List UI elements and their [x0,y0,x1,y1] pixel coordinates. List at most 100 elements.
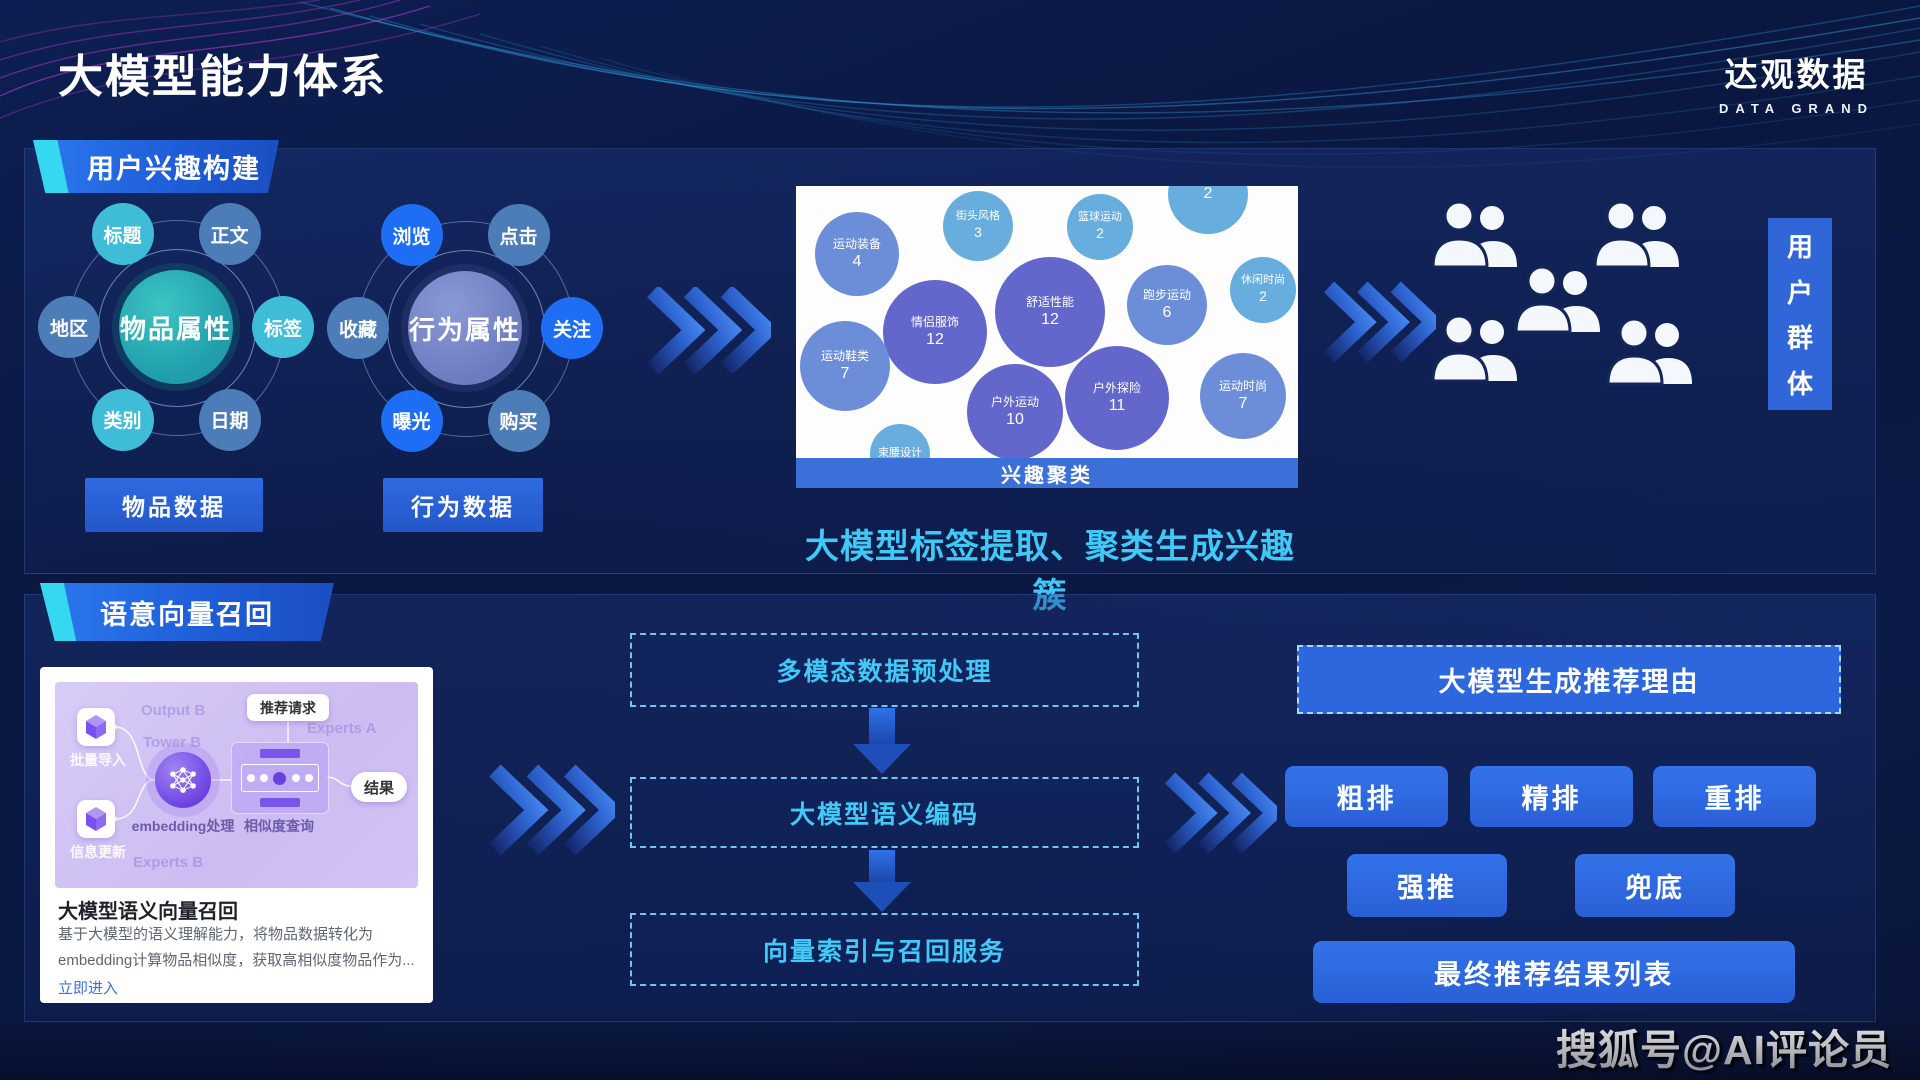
wave-decoration [0,0,1920,168]
people-pair-icon [1514,265,1600,334]
wheel-satellite: 购买 [487,389,550,452]
brand-logo: 达观数据 DATA GRAND [1719,48,1874,116]
wheel-satellite: 正文 [198,203,261,266]
enter-now-link[interactable]: 立即进入 [58,980,119,997]
bubble-value: 7 [840,364,850,382]
user-group-icons [1425,198,1715,394]
bubble-label: 运动时尚 [1218,378,1267,393]
user-group-char: 用 [1786,231,1813,262]
bubble-label: 篮球运动 [1078,211,1122,224]
info-update-label: 信息更新 [70,844,126,860]
wheel-satellite: 曝光 [380,389,443,452]
info-update-node [77,800,115,838]
cube-icon [86,807,106,831]
flow-step-box: 向量索引与召回服务 [630,913,1139,986]
brand-logo-cn: 达观数据 [1724,56,1869,93]
cluster-bubble: 束腰设计 [870,424,930,458]
user-group-icon [1430,314,1522,383]
wheel-satellite: 标题 [91,203,154,266]
banner-label: 语意向量召回 [100,599,274,630]
wheel-satellite: 关注 [541,297,603,359]
user-group-icon [1605,317,1697,386]
down-arrow-shaft [869,708,895,744]
item-attribute-hub: 物品属性 [119,270,233,384]
section-banner-vector-recall: 语意向量召回 [40,583,334,641]
illustration-bg-text: Tower B [143,734,202,751]
cube-icon [86,715,106,739]
bubble-value: 6 [1162,303,1172,321]
banner-label: 用户兴趣构建 [87,154,261,184]
bubble-label: 运动鞋类 [820,348,869,363]
sim-bottom-bar [260,798,300,807]
rank-button: 粗排 [1285,766,1448,827]
behavior-data-chip: 行为数据 [383,478,543,532]
bottom-fade [0,1008,1920,1080]
behavior-attribute-hub: 行为属性 [408,271,522,385]
wheel-satellite: 标签 [252,296,314,358]
flow-step-box: 大模型语义编码 [630,777,1139,848]
bubble-value: 3 [974,224,982,241]
batch-import-node [77,708,115,746]
bubble-value: 10 [1006,410,1024,428]
bubble-value: 2 [1096,225,1104,242]
bubble-label: 情侣服饰 [910,314,959,329]
down-arrow-head-icon [853,882,911,912]
neural-net-icon [170,767,196,793]
bubble-label: 舒适性能 [1025,294,1074,309]
user-group-icon [1592,200,1684,269]
people-pair-icon [1593,200,1679,269]
similarity-label: 相似度查询 [244,818,314,834]
down-arrow-head-icon [853,744,911,774]
card-description-line: embedding计算物品相似度，获取高相似度物品作为... [58,952,415,969]
wheel-satellite: 点击 [487,204,550,267]
reason-generation-box: 大模型生成推荐理由 [1297,645,1841,714]
wheel-satellite: 日期 [198,388,261,451]
flow-chevron-icon [489,764,615,856]
flow-chevron-icon [1164,772,1277,854]
rank-button: 精排 [1470,766,1633,827]
bubble-value: 2 [1259,288,1267,305]
wheel-satellite: 浏览 [380,204,443,267]
people-pair-icon [1431,314,1517,383]
bubble-label: 束腰设计 [878,447,922,458]
bubble-value: 2 [1203,186,1213,202]
cluster-bubble: 2 [1168,186,1248,234]
bubble-label: 运动装备 [832,236,881,251]
illustration-bg-text: Output B [141,702,206,719]
bubble-label: 户外探险 [1092,380,1141,395]
down-arrow-shaft [869,850,895,882]
bubble-value: 12 [1041,310,1059,328]
user-group-char: 户 [1786,277,1813,308]
brand-logo-en: DATA GRAND [1719,101,1874,116]
sim-dots [241,764,319,792]
batch-import-label: 批量导入 [70,752,126,768]
page-title: 大模型能力体系 [58,51,388,102]
wheel-satellite: 收藏 [327,297,389,359]
user-group-icon [1513,265,1605,334]
user-group-box: 用户群体 [1768,218,1832,410]
bubble-label: 户外运动 [990,394,1039,409]
final-result-box: 最终推荐结果列表 [1313,941,1795,1003]
bubble-value: 12 [926,330,944,348]
fallback-button: 兜底 [1575,854,1735,917]
wheel-satellite: 地区 [38,296,100,358]
flow-chevron-icon [647,287,771,373]
bubble-label: 街头风格 [956,210,1000,223]
flow-chevron-icon [1323,282,1436,362]
card-description-line: 基于大模型的语义理解能力，将物品数据转化为 [58,926,374,943]
card-title: 大模型语义向量召回 [58,901,238,923]
bubble-value: 4 [852,252,862,270]
